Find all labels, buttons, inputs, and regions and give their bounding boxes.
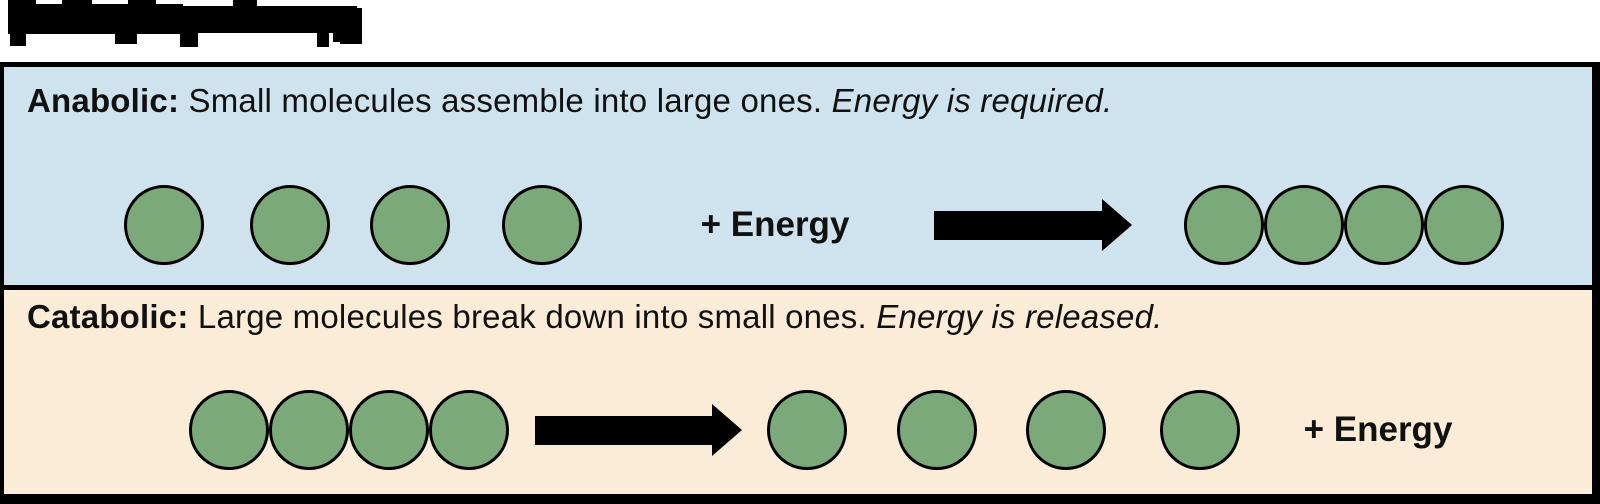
molecule-circle <box>502 185 582 265</box>
molecule-circle <box>767 390 847 470</box>
catabolic-emphasis: Energy is released. <box>876 298 1163 335</box>
right-arrow-icon <box>934 199 1132 251</box>
catabolic-text: Large molecules break down into small on… <box>197 298 867 335</box>
catabolic-caption: Catabolic: Large molecules break down in… <box>27 298 1163 336</box>
right-arrow-icon <box>535 404 742 456</box>
molecule-circle <box>124 185 204 265</box>
molecule-circle <box>1026 390 1106 470</box>
molecule-circle <box>1424 185 1504 265</box>
anabolic-panel: Anabolic: Small molecules assemble into … <box>4 67 1592 285</box>
molecule-circle <box>897 390 977 470</box>
anabolic-energy-label: + Energy <box>700 205 850 244</box>
molecule-circle <box>349 390 429 470</box>
catabolic-panel: Catabolic: Large molecules break down in… <box>4 290 1592 494</box>
metabolic-pathways-diagram: Anabolic: Small molecules assemble into … <box>0 62 1600 504</box>
molecule-circle <box>370 185 450 265</box>
anabolic-term: Anabolic: <box>27 82 180 119</box>
anabolic-caption: Anabolic: Small molecules assemble into … <box>27 82 1112 120</box>
anabolic-emphasis: Energy is required. <box>831 82 1113 119</box>
molecule-circle <box>189 390 269 470</box>
molecule-circle <box>1264 185 1344 265</box>
molecule-circle <box>1184 185 1264 265</box>
molecule-circle <box>1344 185 1424 265</box>
catabolic-energy-label: + Energy <box>1303 410 1453 449</box>
anabolic-text: Small molecules assemble into large ones… <box>188 82 823 119</box>
molecule-circle <box>1160 390 1240 470</box>
redacted-title-text <box>8 0 362 47</box>
molecule-circle <box>269 390 349 470</box>
molecule-circle <box>429 390 509 470</box>
catabolic-term: Catabolic: <box>27 298 189 335</box>
molecule-circle <box>250 185 330 265</box>
